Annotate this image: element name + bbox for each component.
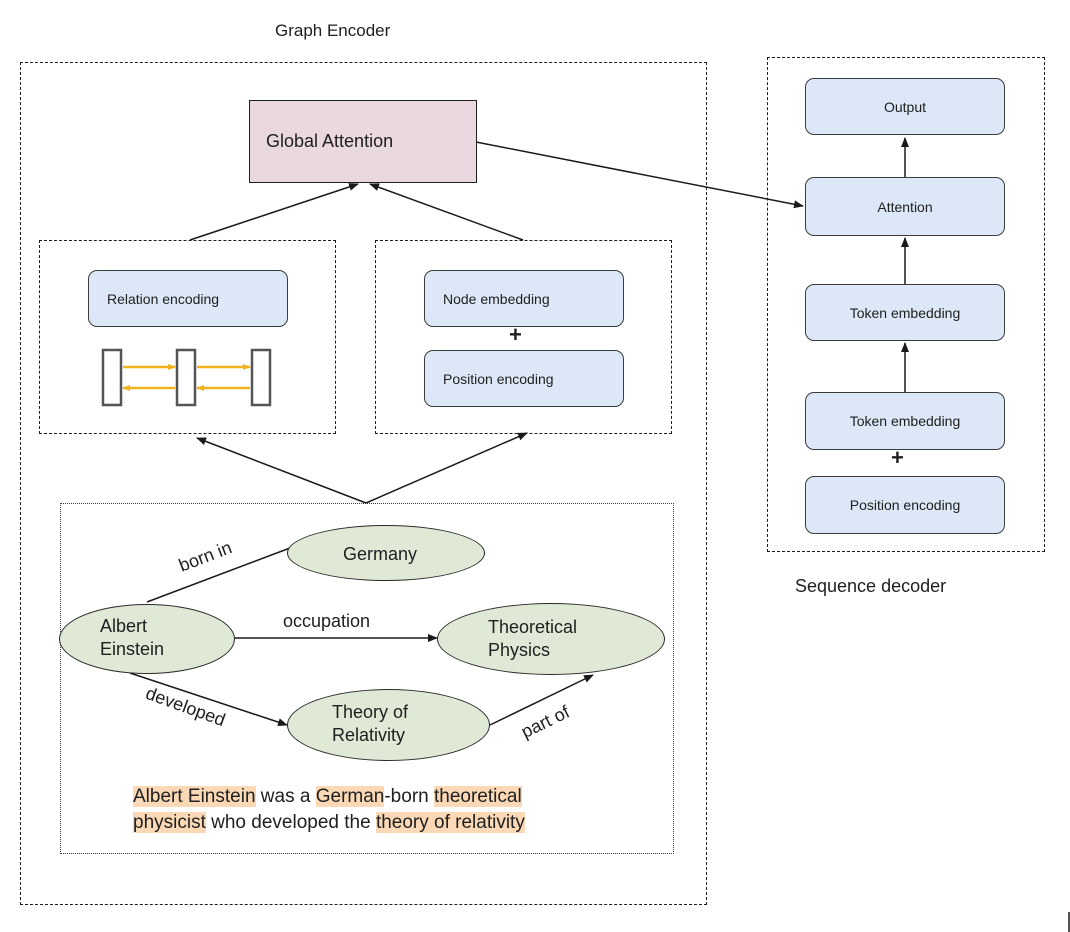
decoder-plus-sign: +: [891, 445, 904, 470]
sentence-span-highlight: theoretical: [434, 786, 522, 807]
token-embedding-label-lower: Token embedding: [849, 413, 961, 429]
node-theory-of-relativity-line2: Relativity: [332, 725, 406, 745]
arrow-node-to-global-attention: [369, 183, 524, 241]
decoder-position-encoding-label: Position encoding: [849, 497, 961, 513]
plus-sign: +: [509, 322, 522, 347]
sentence-line-1: Albert Einstein was a German-born theore…: [133, 784, 522, 810]
node-embedding-label: Node embedding: [443, 290, 550, 307]
sequence-decoder-region: [767, 57, 1045, 552]
relation-encoding-block: Relation encoding: [88, 270, 288, 327]
position-encoding-label: Position encoding: [443, 370, 554, 387]
relation-token-bar: [175, 348, 197, 407]
position-encoding-block: Position encoding: [424, 350, 624, 407]
sentence-span: was a: [255, 786, 316, 807]
sentence-span: -born: [384, 786, 434, 807]
sentence-span-highlight: Albert Einstein: [133, 786, 256, 807]
attention-block: Attention: [805, 177, 1005, 236]
node-albert-einstein-line1: Albert: [100, 616, 148, 636]
graph-encoder-region: [20, 62, 707, 905]
node-albert-einstein: Albert Einstein: [59, 604, 235, 674]
decoder-position-encoding-block: Position encoding: [805, 476, 1005, 534]
node-theoretical-physics: Theoretical Physics: [437, 603, 665, 675]
node-theory-of-relativity: Theory of Relativity: [287, 689, 490, 761]
relation-encoding-illustration: [101, 348, 272, 407]
edge-developed: [129, 672, 288, 726]
token-embedding-block-upper: Token embedding: [805, 284, 1005, 341]
relation-encoding-region: [39, 240, 336, 434]
sentence-line-2: physicist who developed the theory of re…: [133, 810, 525, 836]
edge-label-occupation: occupation: [283, 611, 371, 631]
node-germany-label: Germany: [343, 544, 418, 564]
sentence-span-highlight: theory of relativity: [375, 812, 525, 833]
relation-encoding-label: Relation encoding: [107, 290, 220, 307]
node-albert-einstein-line2: Einstein: [100, 639, 165, 659]
node-theoretical-physics-line1: Theoretical: [488, 617, 578, 637]
output-label: Output: [883, 98, 927, 115]
arrow-graph-to-node-block: [365, 432, 528, 504]
node-encoding-region: [375, 240, 672, 434]
relation-token-bar: [101, 348, 123, 407]
sentence-span-highlight: German: [315, 786, 385, 807]
arrow-graph-to-relation-block: [196, 437, 367, 504]
edge-part-of: [489, 674, 594, 726]
global-attention-block: Global Attention: [249, 100, 477, 183]
attention-label: Attention: [877, 198, 933, 215]
sentence-span-highlight: physicist: [133, 812, 206, 833]
relation-token-bar: [250, 348, 272, 407]
node-germany: Germany: [287, 525, 485, 581]
graph-encoder-title: Graph Encoder: [275, 21, 391, 40]
node-theoretical-physics-line2: Physics: [488, 640, 551, 660]
sentence-span: who developed the: [205, 812, 376, 833]
output-block: Output: [805, 78, 1005, 135]
edge-born-in: [146, 547, 291, 603]
arrow-relation-to-global-attention: [189, 183, 359, 241]
token-embedding-label-upper: Token embedding: [849, 304, 961, 321]
global-attention-label: Global Attention: [266, 131, 394, 151]
sequence-decoder-title: Sequence decoder: [795, 576, 947, 596]
knowledge-graph-region: [60, 503, 674, 854]
token-embedding-block-lower: Token embedding: [805, 392, 1005, 450]
node-embedding-block: Node embedding: [424, 270, 624, 327]
node-theory-of-relativity-line1: Theory of: [332, 702, 409, 722]
arrow-global-attention-to-decoder-attention: [475, 141, 804, 209]
